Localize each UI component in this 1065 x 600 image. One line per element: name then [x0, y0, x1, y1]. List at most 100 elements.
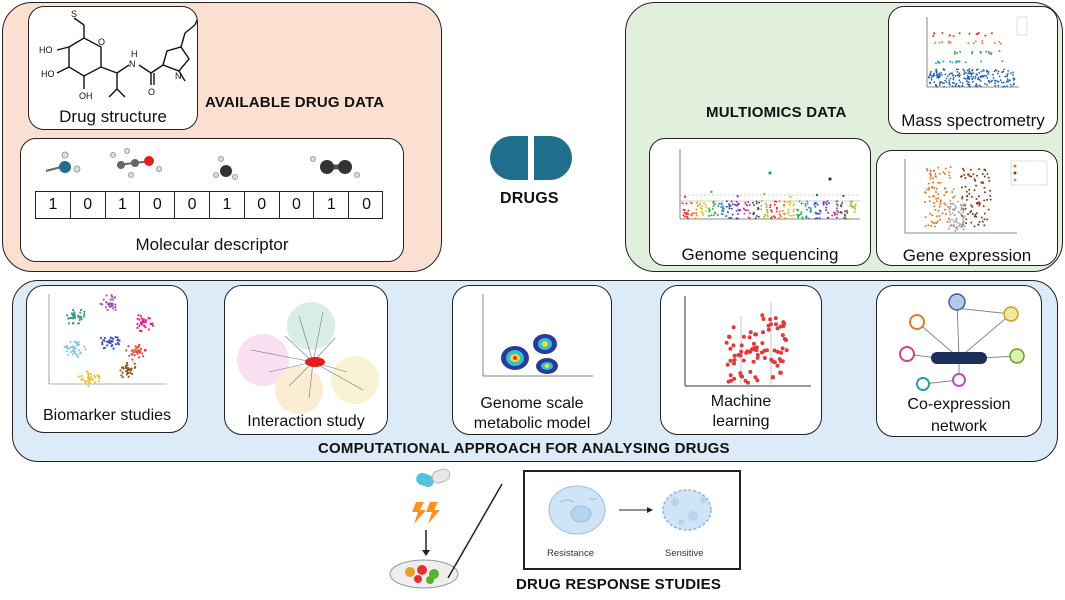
tsne-dot — [79, 311, 82, 314]
ml-dot — [728, 346, 733, 351]
genome-dot — [853, 210, 856, 213]
ml-dot — [739, 349, 744, 354]
genome-dot — [778, 210, 781, 213]
ms-dot — [1007, 70, 1010, 72]
tsne-dot — [119, 369, 122, 372]
tsne-dot — [105, 301, 108, 304]
ms-dot — [941, 74, 943, 76]
ms-dot — [951, 61, 954, 64]
genome-dot — [825, 206, 828, 209]
ms-dot — [996, 80, 999, 83]
ms-dot — [952, 35, 955, 37]
volcano-dot — [989, 198, 992, 201]
bit-cell: 0 — [140, 192, 176, 218]
tsne-dot — [69, 340, 72, 343]
genome-dot — [825, 203, 828, 206]
volcano-dot — [953, 214, 956, 217]
volcano-dot — [957, 200, 960, 203]
ms-dot — [949, 77, 952, 80]
ms-dot — [963, 73, 965, 75]
volcano-dot — [948, 210, 951, 213]
tsne-dot — [99, 302, 102, 305]
volcano-dot — [973, 189, 976, 192]
volcano-dot — [948, 218, 951, 221]
ms-dot — [948, 73, 951, 76]
interaction-study-box: Interaction study — [224, 285, 388, 435]
ms-dot — [967, 78, 969, 80]
genome-dot — [744, 201, 747, 204]
genome-dot — [704, 210, 707, 212]
genome-dot — [718, 202, 721, 205]
tsne-dot — [71, 314, 74, 317]
volcano-dot — [927, 188, 930, 191]
ms-dot — [993, 79, 996, 82]
genome-dot — [792, 208, 795, 211]
genome-dot — [836, 216, 838, 219]
atom-o-carbonyl: O — [148, 87, 155, 97]
tsne-dot — [120, 374, 123, 377]
tsne-dot — [73, 340, 76, 343]
atom-oh: OH — [79, 91, 93, 101]
volcano-dot — [937, 209, 940, 212]
tsne-dot — [83, 345, 86, 348]
ms-dot — [951, 72, 954, 75]
tsne-dot — [114, 306, 117, 309]
ms-dot — [957, 68, 959, 71]
volcano-dot — [934, 208, 937, 211]
ml-dot — [778, 370, 783, 375]
volcano-dot — [947, 205, 950, 208]
tsne-dot — [78, 352, 82, 355]
ms-dot — [968, 68, 971, 70]
ml-dot — [729, 378, 733, 383]
tsne-dot — [141, 318, 144, 321]
volcano-dot — [946, 220, 949, 223]
co-expression-network-label: Co-expression network — [907, 396, 1011, 435]
volcano-dot — [927, 182, 930, 185]
genome-dot — [846, 211, 849, 214]
volcano-dot — [964, 185, 967, 188]
volcano-dot — [986, 173, 989, 175]
genome-dot — [736, 203, 739, 206]
volcano-dot — [945, 213, 947, 215]
ms-dot — [938, 74, 940, 76]
genome-dot — [686, 212, 689, 215]
tsne-dot — [125, 349, 128, 352]
tsne-dot — [128, 354, 131, 357]
tsne-dot — [104, 306, 107, 309]
volcano-dot — [938, 215, 941, 217]
genome-dot — [828, 202, 830, 205]
volcano-dot — [960, 208, 963, 211]
ms-dot — [967, 42, 970, 45]
ml-dot — [761, 330, 765, 335]
tsne-dot — [79, 315, 82, 318]
tsne-dot — [74, 350, 77, 353]
volcano-dot — [983, 168, 986, 171]
ms-dot — [965, 80, 968, 83]
tsne-dot — [130, 372, 134, 375]
resistance-label: Resistance — [547, 548, 594, 559]
ms-dot — [943, 82, 945, 85]
volcano-dot — [963, 209, 966, 212]
genome-dot — [760, 200, 763, 203]
tsne-dot — [133, 354, 136, 357]
volcano-dot — [964, 207, 967, 210]
ml-dot — [775, 326, 780, 331]
tsne-dot — [112, 307, 115, 310]
atom-o-ring: O — [98, 37, 105, 47]
genome-dot — [682, 208, 685, 211]
volcano-dot — [960, 203, 963, 206]
ms-dot — [934, 41, 937, 44]
tsne-dot — [106, 308, 109, 311]
genome-dot — [766, 211, 769, 214]
genome-dot — [813, 203, 816, 206]
tsne-dot — [132, 351, 135, 354]
ml-dot — [741, 334, 746, 339]
volcano-dot — [987, 176, 990, 179]
ml-dot — [747, 335, 752, 340]
ml-dot — [751, 341, 756, 346]
tsne-dot — [66, 347, 69, 350]
tsne-dot — [141, 352, 144, 355]
tsne-dot — [133, 366, 137, 369]
volcano-dot — [935, 187, 938, 190]
volcano-dot — [924, 216, 927, 219]
